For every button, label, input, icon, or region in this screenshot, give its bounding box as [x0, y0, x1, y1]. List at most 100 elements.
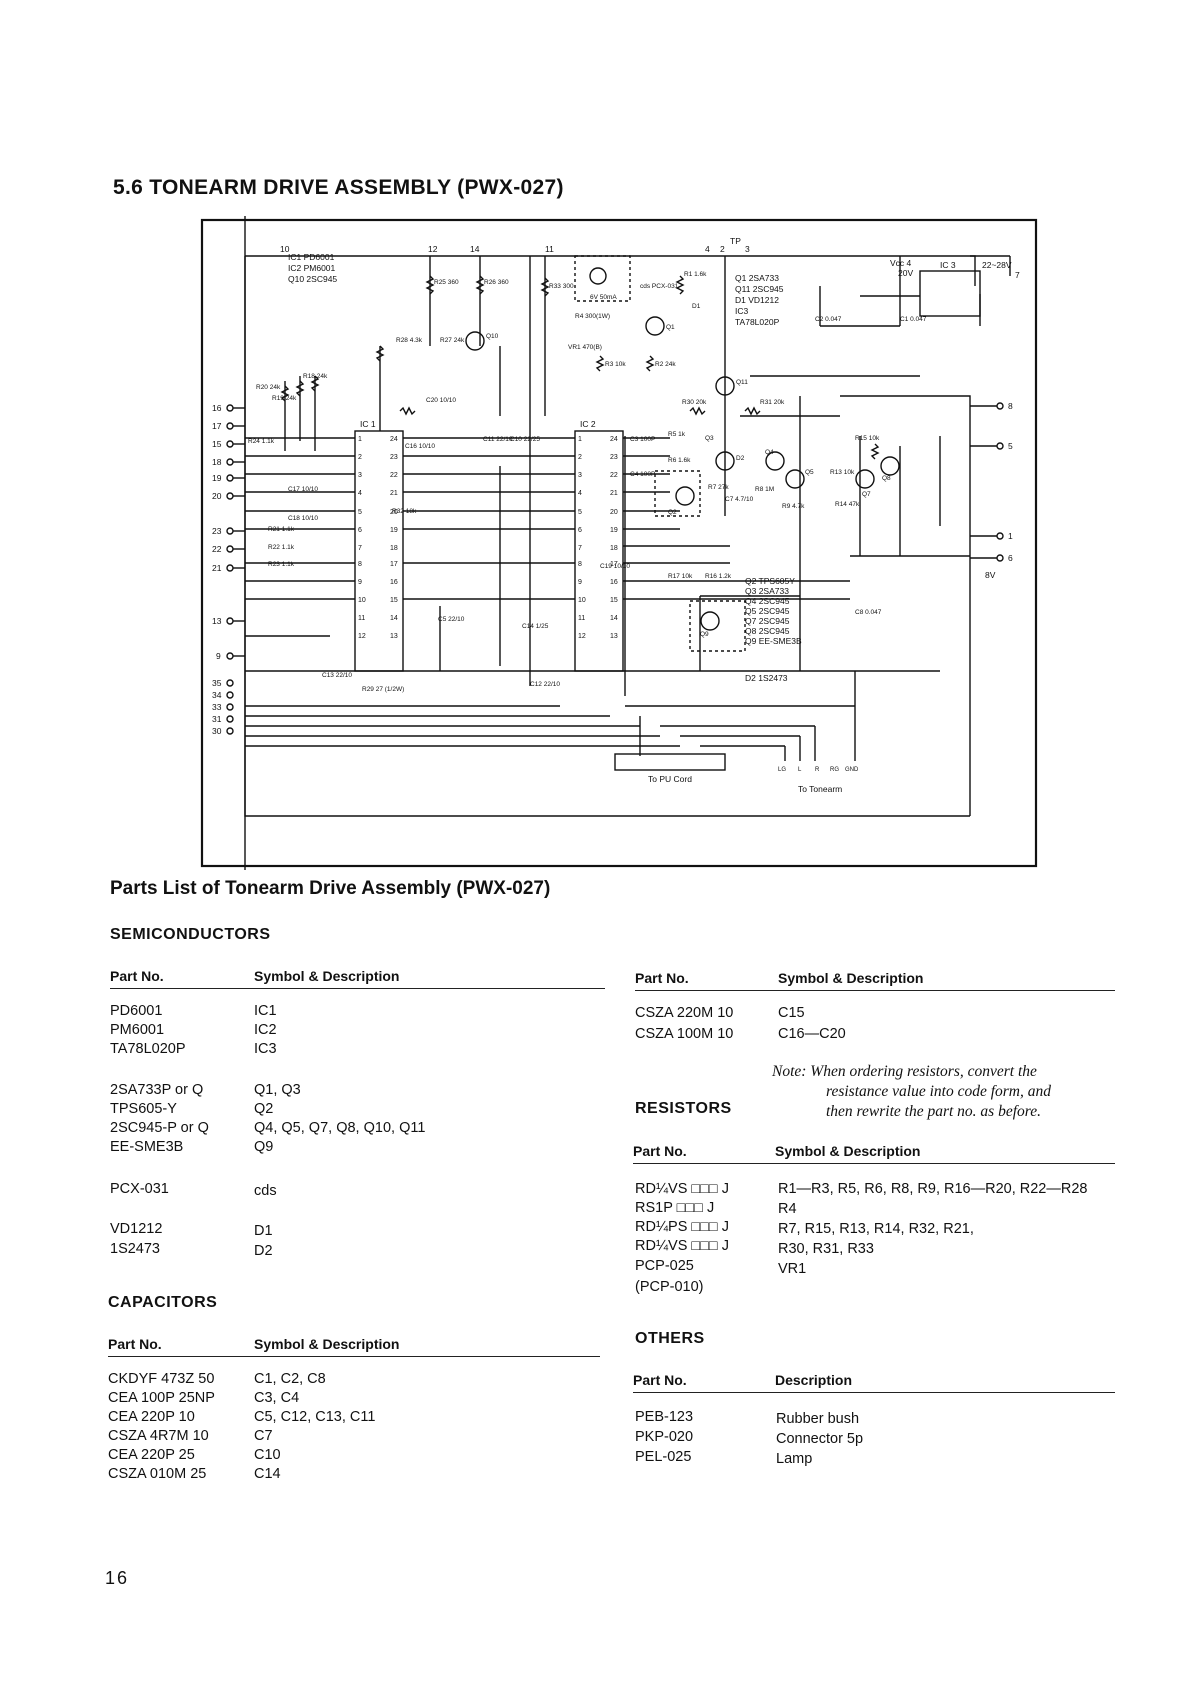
label-r33: R33 300 — [549, 283, 574, 290]
term-22: 22 — [212, 544, 222, 554]
note-line-1: Note: When ordering resistors, convert t… — [772, 1063, 1037, 1080]
part-no: CSZA 010M 25 — [108, 1466, 207, 1482]
q-note-bottom-3: Q4 2SC945 — [745, 596, 790, 606]
term-2: 2 — [720, 244, 725, 254]
v8-label: 8V — [985, 570, 996, 580]
term-11: 11 — [545, 244, 554, 254]
others-heading: OTHERS — [635, 1330, 705, 1347]
ic2-pin: 16 — [610, 579, 618, 586]
conn-rg: RG — [830, 767, 839, 773]
term-18: 18 — [212, 457, 222, 467]
part-desc: R1—R3, R5, R6, R8, R9, R16—R20, R22—R28 — [778, 1181, 1088, 1197]
label-q11: Q11 — [736, 379, 748, 386]
part-no: CSZA 100M 10 — [635, 1026, 734, 1042]
col-symbol-desc: Symbol & Description — [778, 970, 924, 986]
label-r6: R6 1.6k — [668, 457, 691, 464]
label-r26: R26 360 — [484, 279, 509, 286]
note-line-2: resistance value into code form, and — [826, 1083, 1051, 1100]
label-vr1: VR1 470(B) — [568, 344, 602, 351]
col-part-no: Part No. — [633, 1372, 687, 1388]
label-r20: R20 24k — [256, 384, 281, 391]
ic1-pin: 10 — [358, 597, 366, 604]
q7-symbol — [855, 469, 875, 489]
semiconductors-heading: SEMICONDUCTORS — [110, 926, 271, 943]
term-34: 34 — [212, 690, 222, 700]
parts-list-title: Parts List of Tonearm Drive Assembly (PW… — [110, 878, 551, 899]
col-part-no: Part No. — [110, 968, 164, 984]
to-pu-cord: To PU Cord — [648, 774, 692, 784]
ic1-pin: 8 — [358, 561, 362, 568]
label-q7: Q7 — [862, 491, 871, 498]
label-r31: R31 20k — [760, 399, 785, 406]
col-description: Description — [775, 1372, 853, 1388]
label-q8: Q8 — [882, 475, 891, 482]
capacitors-heading: CAPACITORS — [108, 1294, 218, 1311]
part-no: TA78L020P — [110, 1041, 186, 1057]
vcc-label: Vcc 4 — [890, 258, 912, 268]
q10-symbol — [465, 331, 485, 351]
part-no: CSZA 220M 10 — [635, 1005, 734, 1021]
ic2-pin: 10 — [578, 597, 586, 604]
part-no: PM6001 — [110, 1022, 165, 1038]
q-note-top-2: Q11 2SC945 — [735, 284, 784, 294]
part-no: CEA 220P 25 — [108, 1447, 195, 1463]
term-31: 31 — [212, 714, 222, 724]
q-note-top-5: TA78L020P — [735, 317, 780, 327]
label-r21: R21 1.1k — [268, 526, 295, 533]
ic2-pin: 1 — [578, 436, 582, 443]
ic1-label: IC 1 — [360, 419, 376, 429]
ic1-pin: 23 — [390, 454, 398, 461]
ic2-pin: 19 — [610, 527, 618, 534]
ic1-pin: 24 — [390, 436, 398, 443]
term-35: 35 — [212, 678, 222, 688]
label-d1: D1 — [692, 303, 701, 310]
part-no: PKP-020 — [635, 1429, 694, 1445]
label-q1: Q1 — [666, 324, 675, 331]
term-15: 15 — [212, 439, 222, 449]
part-desc: C15 — [778, 1005, 805, 1021]
ic2-pin: 4 — [578, 490, 582, 497]
q11-symbol — [715, 376, 735, 396]
ic3-label: IC 3 — [940, 260, 956, 270]
ic-note-1: IC1 PD6001 — [288, 252, 335, 262]
part-desc: IC2 — [254, 1022, 277, 1038]
q-note-top-4: IC3 — [735, 306, 749, 316]
part-desc: R30, R31, R33 — [778, 1241, 874, 1257]
label-r3: R3 10k — [605, 361, 626, 368]
ic1-pin: 19 — [390, 527, 398, 534]
label-r29: R29 27 (1/2W) — [362, 686, 404, 693]
col-symbol-desc: Symbol & Description — [254, 1336, 400, 1352]
part-desc: C3, C4 — [254, 1390, 300, 1406]
term-6: 6 — [1008, 553, 1013, 563]
ic2-pin: 22 — [610, 472, 618, 479]
part-desc: C7 — [254, 1428, 273, 1444]
ic2-pin: 12 — [578, 633, 586, 640]
ic1-pin: 3 — [358, 472, 362, 479]
capacitors-table-header: Part No. Symbol & Description — [108, 1334, 600, 1357]
part-no: PD6001 — [110, 1003, 163, 1019]
label-r24: R24 1.1k — [248, 438, 275, 445]
ic1-pin: 4 — [358, 490, 362, 497]
ic-note-3: Q10 2SC945 — [288, 274, 337, 284]
ic1-pin: 7 — [358, 545, 362, 552]
ic1-pin: 1 — [358, 436, 362, 443]
label-r28: R28 4.3k — [396, 337, 423, 344]
part-desc: IC1 — [254, 1003, 277, 1019]
ic2-pin: 13 — [610, 633, 618, 640]
ic2-pin: 24 — [610, 436, 618, 443]
lamp-symbol — [589, 267, 607, 285]
label-c14: C14 1/25 — [522, 623, 549, 630]
ic1-pin: 15 — [390, 597, 398, 604]
ic2-label: IC 2 — [580, 419, 596, 429]
part-no: VD1212 — [110, 1221, 163, 1237]
label-c8: C8 0.047 — [855, 609, 882, 616]
ic1-pin: 12 — [358, 633, 366, 640]
ic1-pin: 16 — [390, 579, 398, 586]
ic1-pin: 18 — [390, 545, 398, 552]
conn-l: L — [798, 767, 802, 773]
ic1-pin: 5 — [358, 509, 362, 516]
section-title: 5.6 TONEARM DRIVE ASSEMBLY (PWX-027) — [113, 176, 564, 199]
part-no: RD¼PS □□□ J — [635, 1219, 729, 1235]
label-c7: C7 4.7/10 — [725, 496, 754, 503]
q-note-bottom-4: Q5 2SC945 — [745, 606, 790, 616]
